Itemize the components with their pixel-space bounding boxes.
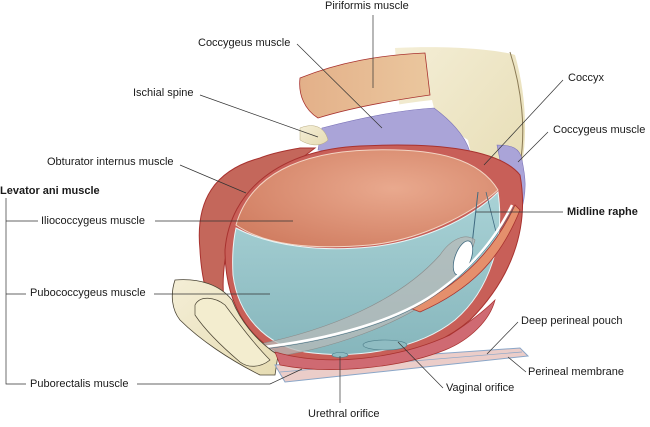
- white-gap: [318, 100, 434, 128]
- levator-lower-rim: [274, 298, 496, 370]
- label-midline-raphe: Midline raphe: [567, 206, 638, 218]
- label-obturator-internus: Obturator internus muscle: [47, 156, 174, 168]
- label-iliococcygeus: Iliococcygeus muscle: [41, 215, 145, 227]
- leader-coccygeus-left: [296, 43, 383, 129]
- leader-lines: [5, 15, 564, 403]
- leader-obturator: [179, 164, 247, 194]
- label-deep-perineal-pouch: Deep perineal pouch: [521, 315, 623, 327]
- label-levator-ani: Levator ani muscle: [0, 185, 100, 197]
- label-coccygeus-left: Coccygeus muscle: [198, 37, 291, 49]
- leader-deep-pouch: [486, 321, 519, 355]
- iliococcygeus-shape: [235, 149, 499, 248]
- leader-puborectalis: [137, 368, 303, 385]
- label-vaginal-orifice: Vaginal orifice: [446, 382, 515, 394]
- leader-ischial-spine: [199, 94, 319, 138]
- sacrum-edge: [509, 51, 524, 166]
- leader-coccyx: [483, 79, 564, 166]
- leader-levator-bracket: [5, 198, 38, 385]
- white-sweep-edge: [254, 206, 515, 351]
- leader-vaginal: [397, 341, 444, 389]
- label-pubococcygeus: Pubococcygeus muscle: [30, 287, 146, 299]
- label-ischial-spine: Ischial spine: [133, 87, 194, 99]
- label-puborectalis: Puborectalis muscle: [30, 378, 129, 390]
- piriformis-shape: [299, 52, 431, 119]
- puborectalis-sweep: [408, 204, 521, 313]
- label-coccygeus-right: Coccygeus muscle: [553, 124, 646, 136]
- pubic-bone-inner: [194, 297, 271, 367]
- label-urethral-orifice: Urethral orifice: [308, 408, 380, 420]
- leader-coccygeus-right: [517, 131, 549, 163]
- white-sweep: [254, 204, 514, 350]
- pubococcygeus-shape: [232, 190, 501, 355]
- label-piriformis: Piriformis muscle: [325, 0, 409, 12]
- leader-perineal-membrane: [507, 356, 527, 373]
- vaginal-orifice-shape: [362, 339, 408, 351]
- label-perineal-membrane: Perineal membrane: [528, 366, 624, 378]
- label-coccyx: Coccyx: [568, 72, 605, 84]
